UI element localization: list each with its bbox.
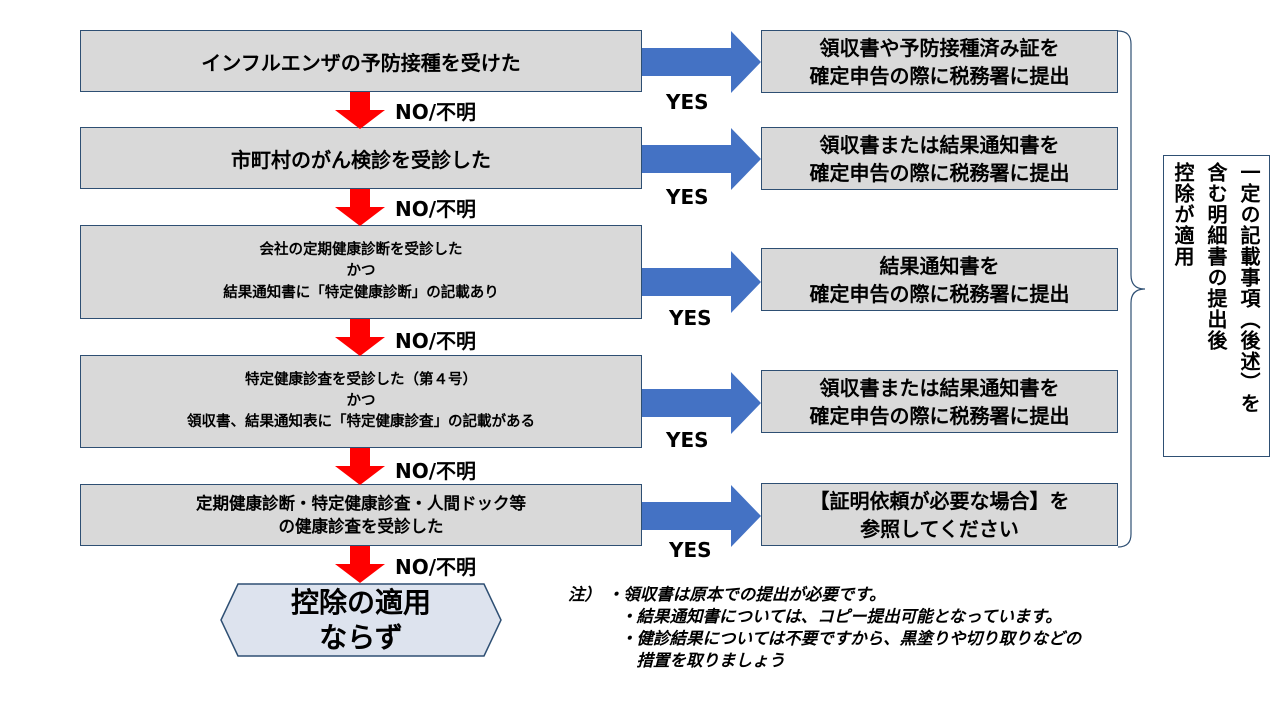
result-box-4: 領収書または結果通知書を 確定申告の際に税務署に提出 (761, 370, 1118, 433)
note-item-2: ・結果通知書については、コピー提出可能となっています。 (620, 607, 1062, 626)
note-item-4: 措置を取りましょう (620, 651, 786, 670)
question-5-line-2: の健康診査を受診した (278, 517, 444, 536)
note-row-3: ・健診結果については不要ですから、黒塗りや切り取りなどの (568, 628, 1081, 650)
yes-arrow-5 (642, 485, 761, 547)
question-2-line-1: 市町村のがん検診を受診した (231, 147, 491, 172)
question-5-line-1: 定期健康診断・特定健康診査・人間ドック等 (196, 493, 526, 513)
side-note-line-1: 一定の記載事項（後述）を (1237, 162, 1261, 414)
question-box-1: インフルエンザの予防接種を受けた (80, 30, 642, 92)
question-4-line-2: かつ (346, 392, 376, 409)
note-row-1: 注） ・領収書は原本での提出が必要です。 (568, 584, 1081, 606)
no-label-3: NO/不明 (395, 329, 477, 353)
result-box-2: 領収書または結果通知書を 確定申告の際に税務署に提出 (761, 127, 1118, 190)
question-box-2: 市町村のがん検診を受診した (80, 127, 642, 189)
note-item-1: ・領収書は原本での提出が必要です。 (606, 585, 886, 604)
yes-arrow-1 (642, 31, 761, 93)
side-note-line-2: 含む明細書の提出後 (1204, 162, 1228, 351)
result-4-line-1: 領収書または結果通知書を (819, 375, 1060, 400)
question-4-line-1: 特定健康診査を受診した（第４号） (245, 371, 477, 388)
result-box-3: 結果通知書を 確定申告の際に税務署に提出 (761, 248, 1118, 311)
no-arrow-5 (335, 546, 385, 583)
final-hexagon-shape (220, 583, 502, 657)
result-box-5: 【証明依頼が必要な場合】を 参照してください (761, 483, 1118, 546)
yes-arrow-4 (642, 372, 761, 434)
side-note: 一定の記載事項（後述）を 含む明細書の提出後 控除が適用 (1163, 155, 1270, 457)
no-arrow-2 (335, 189, 385, 226)
no-arrow-1 (335, 92, 385, 129)
result-5-line-1: 【証明依頼が必要な場合】を (809, 488, 1070, 513)
yes-label-1: YES (666, 90, 709, 114)
no-arrow-3 (335, 319, 385, 356)
notes-prefix: 注） (568, 585, 601, 604)
question-box-5: 定期健康診断・特定健康診査・人間ドック等 の健康診査を受診した (80, 484, 642, 546)
result-2-line-1: 領収書または結果通知書を (819, 132, 1060, 157)
question-3-line-1: 会社の定期健康診断を受診した (259, 242, 463, 259)
yes-label-2: YES (666, 185, 709, 209)
question-box-3: 会社の定期健康診断を受診した かつ 結果通知書に「特定健康診断」の記載あり (80, 225, 642, 319)
result-4-line-2: 確定申告の際に税務署に提出 (809, 403, 1070, 428)
result-3-line-1: 結果通知書を (879, 253, 1000, 278)
result-3-line-2: 確定申告の際に税務署に提出 (809, 281, 1070, 306)
final-text: 控除の適用 ならず (220, 583, 502, 657)
note-row-4: 措置を取りましょう (568, 650, 1081, 672)
result-2-line-2: 確定申告の際に税務署に提出 (809, 160, 1070, 185)
question-3-line-3: 結果通知書に「特定健康診断」の記載あり (223, 284, 499, 301)
side-note-line-3: 控除が適用 (1171, 162, 1195, 267)
no-label-5: NO/不明 (395, 555, 477, 579)
final-result: 控除の適用 ならず (220, 583, 502, 657)
result-box-1: 領収書や予防接種済み証を 確定申告の際に税務署に提出 (761, 30, 1118, 93)
note-item-3: ・健診結果については不要ですから、黒塗りや切り取りなどの (620, 629, 1082, 648)
yes-label-5: YES (669, 538, 712, 562)
question-box-4: 特定健康診査を受診した（第４号） かつ 領収書、結果通知表に「特定健康診査」の記… (80, 355, 642, 448)
no-label-2: NO/不明 (395, 197, 477, 221)
final-line-2: ならず (319, 621, 403, 654)
yes-arrow-2 (642, 128, 761, 190)
no-arrow-4 (335, 448, 385, 485)
question-3-line-2: かつ (346, 263, 376, 280)
no-label-1: NO/不明 (395, 100, 477, 124)
right-brace (1117, 30, 1146, 548)
yes-label-4: YES (666, 428, 709, 452)
final-line-1: 控除の適用 (290, 586, 431, 619)
result-1-line-2: 確定申告の際に税務署に提出 (809, 63, 1070, 88)
yes-arrow-3 (642, 251, 761, 313)
notes: 注） ・領収書は原本での提出が必要です。 ・結果通知書については、コピー提出可能… (568, 584, 1081, 672)
result-1-line-1: 領収書や予防接種済み証を (819, 35, 1060, 60)
result-5-line-2: 参照してください (860, 516, 1019, 541)
question-4-line-3: 領収書、結果通知表に「特定健康診査」の記載がある (187, 414, 535, 430)
question-1-line-1: インフルエンザの予防接種を受けた (201, 50, 521, 75)
yes-label-3: YES (669, 306, 712, 330)
note-row-2: ・結果通知書については、コピー提出可能となっています。 (568, 606, 1081, 628)
no-label-4: NO/不明 (395, 459, 477, 483)
